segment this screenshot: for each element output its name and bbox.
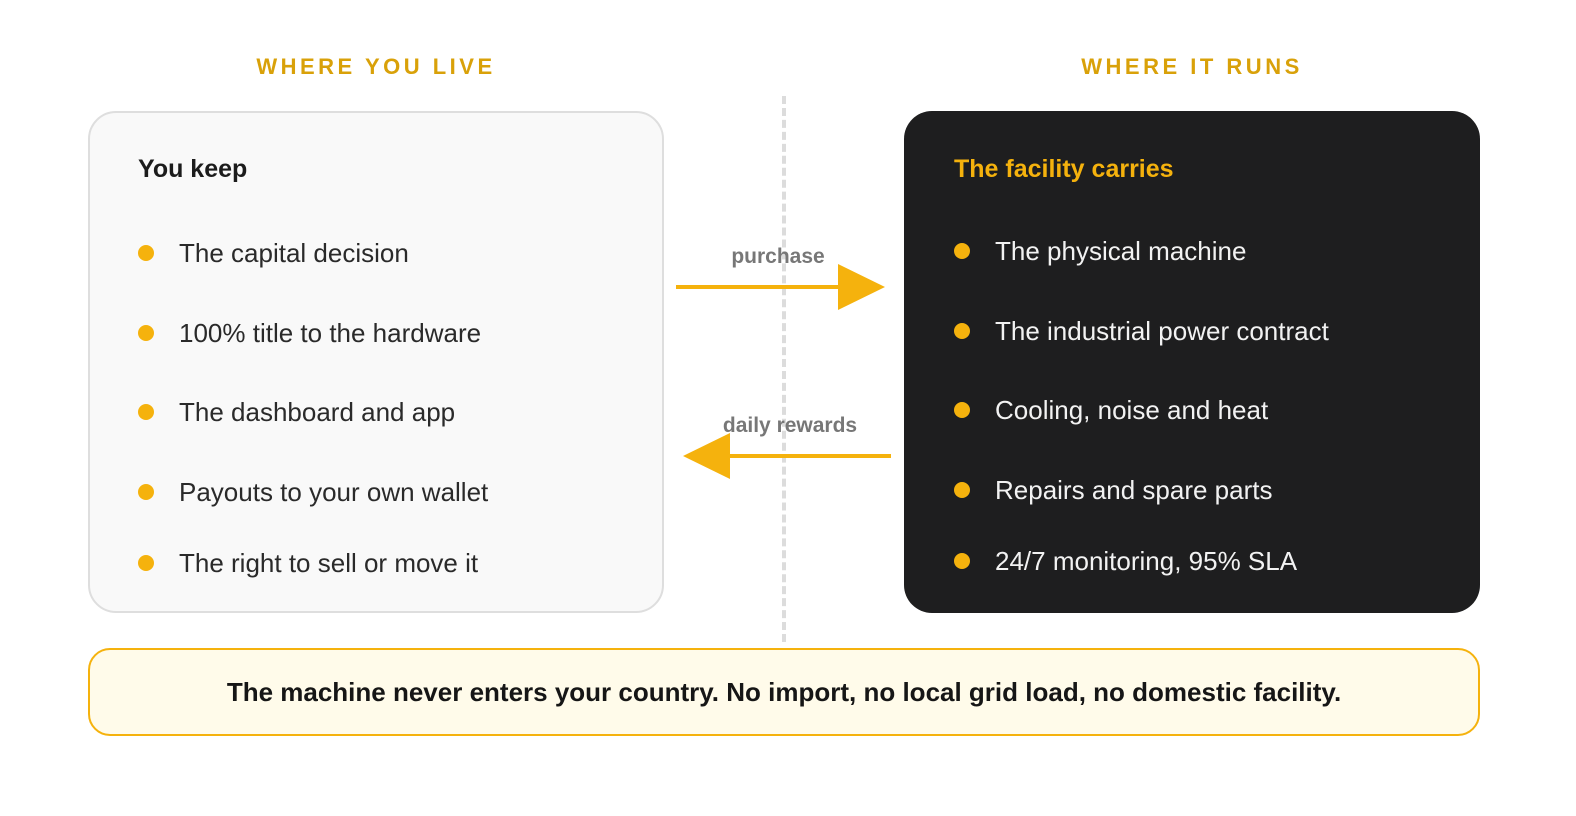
list-item-label: The right to sell or move it <box>179 547 479 578</box>
list-item-label: Repairs and spare parts <box>995 474 1273 505</box>
summary-banner-text: The machine never enters your country. N… <box>226 676 1342 707</box>
list-item: The capital decision <box>138 236 409 270</box>
facility-carries-title: The facility carries <box>954 155 1174 183</box>
list-item: Repairs and spare parts <box>954 473 1272 507</box>
list-item-label: 24/7 monitoring, 95% SLA <box>995 545 1298 576</box>
bullet-dot-icon <box>138 325 154 341</box>
list-item-label: The physical machine <box>995 235 1247 266</box>
daily-rewards-arrow-icon <box>683 433 891 479</box>
bullet-dot-icon <box>138 404 154 420</box>
list-item-label: 100% title to the hardware <box>179 317 482 348</box>
heading-where-you-live: WHERE YOU LIVE <box>256 54 496 79</box>
list-item: The right to sell or move it <box>138 546 478 580</box>
list-item: Cooling, noise and heat <box>954 393 1268 427</box>
bullet-dot-icon <box>954 243 970 259</box>
list-item-label: The dashboard and app <box>179 396 456 427</box>
list-item: The dashboard and app <box>138 395 455 429</box>
purchase-label: purchase <box>731 245 825 268</box>
bullet-dot-icon <box>138 245 154 261</box>
list-item: Payouts to your own wallet <box>138 475 488 509</box>
list-item: The physical machine <box>954 234 1246 268</box>
bullet-dot-icon <box>954 482 970 498</box>
you-keep-title: You keep <box>138 155 248 183</box>
summary-banner: The machine never enters your country. N… <box>88 648 1480 736</box>
list-item: The industrial power contract <box>954 314 1329 348</box>
list-item-label: Cooling, noise and heat <box>995 394 1269 425</box>
bullet-dot-icon <box>954 402 970 418</box>
list-item-label: The industrial power contract <box>995 315 1329 346</box>
you-keep-card: You keep The capital decision 100% title… <box>88 111 664 613</box>
bullet-dot-icon <box>954 553 970 569</box>
heading-where-it-runs: WHERE IT RUNS <box>1081 54 1303 79</box>
bullet-dot-icon <box>138 484 154 500</box>
bullet-dot-icon <box>954 323 970 339</box>
dashed-divider <box>782 96 786 642</box>
list-item: 100% title to the hardware <box>138 316 481 350</box>
list-item-label: The capital decision <box>179 237 409 268</box>
facility-carries-card: The facility carries The physical machin… <box>904 111 1480 613</box>
bullet-dot-icon <box>138 555 154 571</box>
list-item-label: Payouts to your own wallet <box>179 476 489 507</box>
daily-rewards-label: daily rewards <box>722 414 858 437</box>
list-item: 24/7 monitoring, 95% SLA <box>954 544 1297 578</box>
purchase-arrow-icon <box>676 264 885 310</box>
